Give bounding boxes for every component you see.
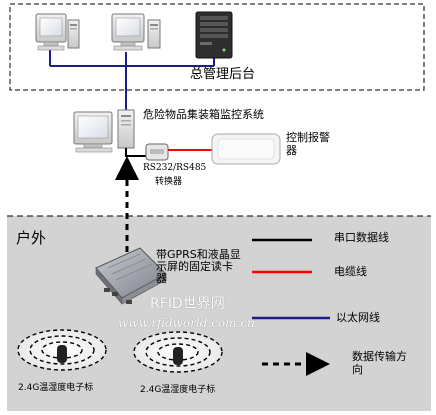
monitoring-pc-icon [73,109,135,153]
outdoor-area [7,216,431,411]
tag-left-label: 2.4G温湿度电子标 [18,383,94,393]
rfid-reader-icon [95,247,167,305]
watermark-url: www.rfidworld.com.cn [118,316,255,330]
tag-right-label: 2.4G温湿度电子标 [140,385,216,395]
watermark-title: RFID世界网 [150,296,225,312]
management-backend-label: 总管理后台 [190,67,256,82]
legend-direction-label: 数据传输方 向 [352,350,407,377]
legend-ethernet-label: 以太网线 [336,311,380,324]
tag-right-icon [133,331,223,373]
server-icon [195,11,233,59]
legend-cable-label: 电缆线 [334,265,367,278]
management-backend-box [9,3,425,91]
tag-left-icon [17,329,107,371]
converter-model-label: RS232/RS485 [143,163,207,173]
pc-1-icon [35,13,80,51]
pc-2-icon [111,13,161,51]
alarm-controller-icon [211,133,281,165]
ethernet-lines [49,50,215,112]
legend-serial-label: 串口数据线 [334,231,389,244]
alarm-controller-label: 控制报警 器 [286,131,330,157]
serial-line-pc [125,148,146,157]
outdoor-label: 户外 [16,229,47,247]
monitoring-system-label: 危险物品集装箱监控系统 [143,108,264,121]
reader-label: 带GPRS和液晶显 示屏的固定读卡 器 [156,248,241,286]
converter-name-label: 转换器 [155,177,183,187]
converter-icon [145,143,169,161]
